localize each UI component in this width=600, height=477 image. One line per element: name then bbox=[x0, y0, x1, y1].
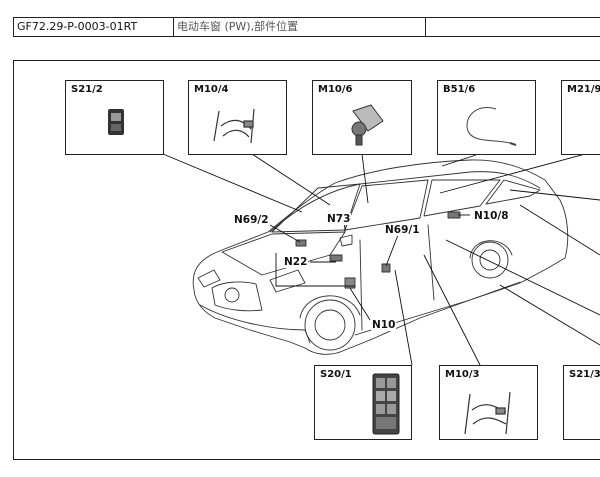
leader-n22-bracket bbox=[275, 253, 355, 287]
callout-n22: N22 bbox=[283, 256, 309, 268]
rear-side-window bbox=[423, 179, 501, 217]
leader-m10-3 bbox=[423, 254, 481, 366]
header-table: GF72.29-P-0003-01RT 电动车窗 (PW),部件位置 bbox=[13, 17, 600, 37]
leader-right-2 bbox=[519, 204, 600, 256]
left-headlamp bbox=[197, 269, 221, 288]
callout-n73: N73 bbox=[326, 213, 352, 225]
component-n10 bbox=[344, 277, 356, 289]
box-m10-4: M10/4 bbox=[188, 80, 287, 155]
rear-wheel-arch bbox=[469, 240, 513, 259]
box-m10-6: M10/6 bbox=[312, 80, 412, 155]
front-emblem bbox=[224, 287, 240, 303]
rear-wheel bbox=[471, 241, 509, 279]
component-n69-1 bbox=[381, 263, 391, 273]
leader-s20-1 bbox=[394, 269, 413, 366]
leader-m10-4 bbox=[251, 153, 331, 206]
rear-door-line bbox=[427, 224, 435, 301]
diagram-frame bbox=[13, 60, 600, 460]
front-door-line bbox=[359, 239, 363, 331]
front-wheel-rim bbox=[314, 309, 346, 341]
leader-m21-9 bbox=[439, 149, 600, 194]
rear-quarter-window bbox=[485, 179, 541, 205]
box-s20-1: S20/1 bbox=[314, 365, 412, 440]
callout-n69-2: N69/2 bbox=[233, 214, 270, 226]
box-label: B51/6 bbox=[443, 84, 476, 95]
window-switch-icon bbox=[108, 109, 124, 135]
leader-n10 bbox=[349, 287, 371, 321]
window-regulator-icon-rear bbox=[464, 391, 511, 435]
front-grille bbox=[211, 281, 263, 312]
box-label: S21/3 bbox=[569, 369, 600, 380]
component-n22 bbox=[329, 254, 343, 262]
box-label: S20/1 bbox=[320, 369, 352, 380]
windshield bbox=[271, 183, 361, 233]
box-label: M10/6 bbox=[318, 84, 353, 95]
component-n69-2 bbox=[295, 239, 307, 247]
box-m10-3: M10/3 bbox=[439, 365, 538, 440]
box-label: M21/9 bbox=[567, 84, 600, 95]
document-id: GF72.29-P-0003-01RT bbox=[14, 18, 174, 36]
document-title: 电动车窗 (PW),部件位置 bbox=[174, 18, 426, 36]
right-headlamp bbox=[269, 269, 306, 293]
callout-n10: N10 bbox=[371, 319, 397, 331]
box-s21-3: S21/3 bbox=[563, 365, 600, 440]
callout-n10-8: N10/8 bbox=[473, 210, 510, 222]
box-m21-9: M21/9 bbox=[561, 80, 600, 155]
leader-s21-2 bbox=[162, 153, 303, 213]
callout-n69-1: N69/1 bbox=[384, 224, 421, 236]
window-regulator-icon bbox=[213, 108, 255, 144]
front-side-window bbox=[344, 179, 429, 231]
side-mirror bbox=[339, 234, 353, 247]
sensor-cable-icon bbox=[466, 107, 517, 146]
leader-right-4 bbox=[499, 284, 600, 346]
box-label: S21/2 bbox=[71, 84, 103, 95]
window-switch-panel-icon bbox=[372, 373, 400, 435]
box-b51-6: B51/6 bbox=[437, 80, 536, 155]
box-label: M10/4 bbox=[194, 84, 229, 95]
leader-b51-6 bbox=[441, 154, 477, 167]
front-wheel bbox=[304, 299, 356, 351]
car-body-outline bbox=[192, 159, 569, 355]
leader-right-3 bbox=[445, 239, 600, 316]
front-bumper bbox=[199, 304, 311, 344]
leader-m10-6 bbox=[361, 153, 369, 204]
leader-right-1 bbox=[509, 189, 600, 201]
rear-wheel-rim bbox=[479, 249, 501, 271]
leader-n69-2 bbox=[269, 224, 301, 243]
hood-line bbox=[221, 231, 346, 276]
front-wheel-arch bbox=[299, 295, 361, 319]
window-motor-icon bbox=[351, 104, 384, 146]
leader-n69-1 bbox=[385, 234, 399, 267]
box-s21-2: S21/2 bbox=[65, 80, 164, 155]
box-label: M10/3 bbox=[445, 369, 480, 380]
